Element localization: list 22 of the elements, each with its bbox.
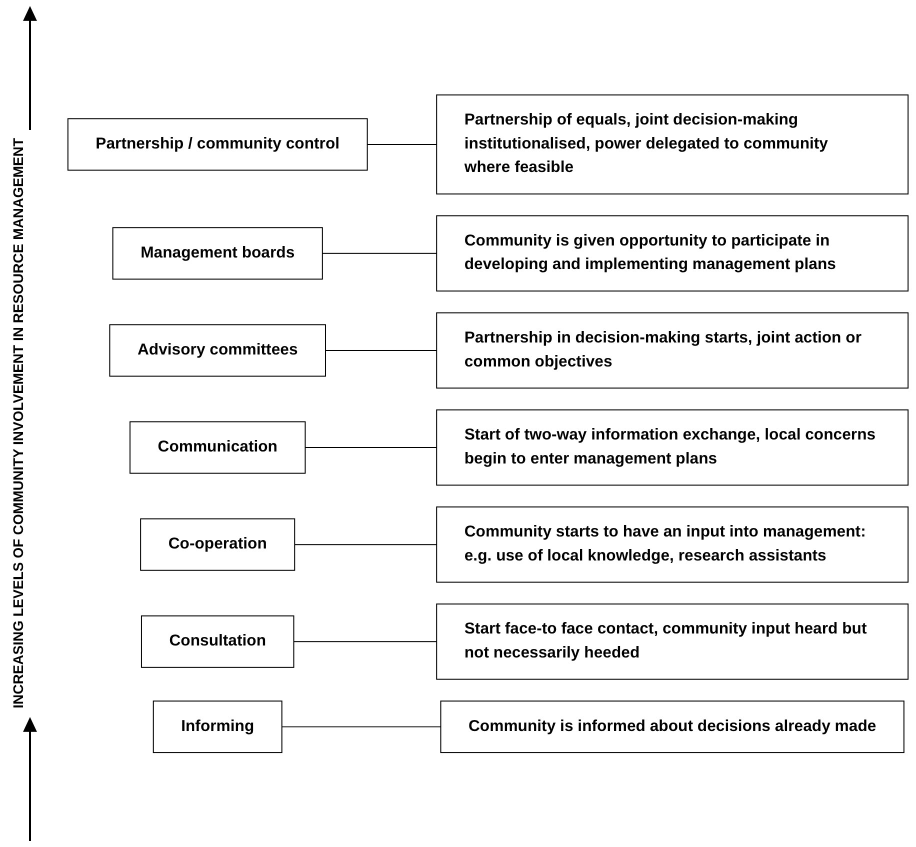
node-box: Advisory committees xyxy=(109,324,326,376)
connector xyxy=(281,726,442,728)
node-box: Consultation xyxy=(140,615,294,668)
node-box: Start face-to face contact, community input heard but not necessarily heeded xyxy=(436,603,909,680)
node-box: Community is given opportunity to participate in developing and implementing management plans xyxy=(436,215,909,292)
node-box: Start of two-way information exchange, local concerns begin to enter management plans xyxy=(436,409,909,486)
connector xyxy=(293,640,438,642)
node-box: Community is informed about decisions already made xyxy=(440,700,904,753)
node-box: Partnership in decision-making starts, joint action or common objectives xyxy=(436,312,909,388)
node-box: Informing xyxy=(152,700,282,753)
node-box: Partnership / community control xyxy=(67,118,368,170)
connector xyxy=(322,252,438,254)
connector xyxy=(366,144,438,145)
connector xyxy=(304,446,438,448)
node-box: Management boards xyxy=(112,226,323,280)
connector xyxy=(325,350,438,351)
axis-label: INCREASING LEVELS OF COMMUNITY INVOLVEMENT IN RESOURCE MANAGEMENT xyxy=(10,138,27,709)
node-box: Community starts to have an input into management: e.g. use of local knowledge, research assistants xyxy=(436,506,909,582)
node-box: Communication xyxy=(130,421,306,474)
connector xyxy=(294,544,438,545)
node-box: Co-operation xyxy=(140,518,296,571)
node-box: Partnership of equals, joint decision-making institutionalised, power delegated to community where feasible xyxy=(436,94,909,194)
